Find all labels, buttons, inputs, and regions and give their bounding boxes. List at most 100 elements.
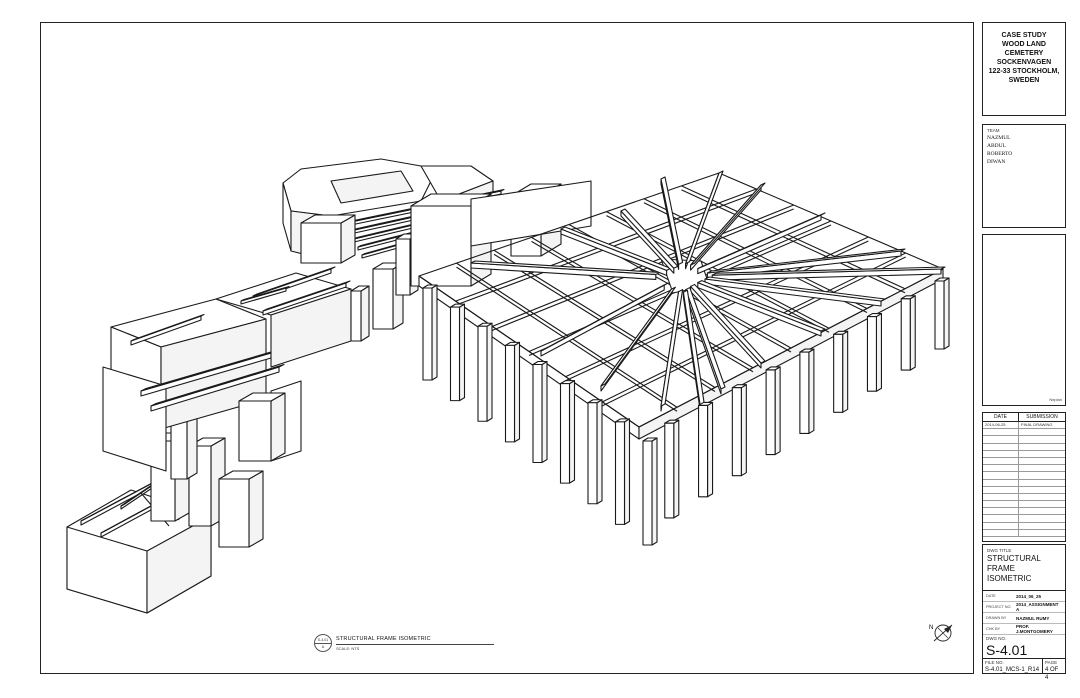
revision-table-header: DATE SUBMISSION bbox=[983, 413, 1065, 422]
roof-column bbox=[532, 363, 543, 464]
structural-frame-isometric-drawing bbox=[66, 158, 950, 614]
table-row bbox=[983, 443, 1065, 451]
project-line: CEMETERY bbox=[1004, 50, 1044, 57]
roof-radial-beam bbox=[600, 286, 676, 387]
table-row: 2014-06-25 FINAL DRAWING bbox=[983, 422, 1065, 430]
table-row bbox=[983, 479, 1065, 487]
team-box: TEAM NAZMUL ABDUL ROBERTO DIWAN bbox=[982, 124, 1066, 228]
project-line: CASE STUDY bbox=[1001, 32, 1047, 39]
key-plan-label: Neplan bbox=[1049, 397, 1062, 402]
wall-segment bbox=[360, 285, 370, 342]
corridor-beam bbox=[262, 280, 351, 312]
wall-segment bbox=[300, 222, 342, 264]
caption-underline bbox=[336, 644, 494, 645]
roof-column bbox=[422, 287, 433, 381]
info-row-checked-by: CHK BY PROF. J.MONTGOMERY bbox=[983, 624, 1065, 635]
file-page-row: FILE NO. S-4.01_MCS-1_R14 PAGE 4 OF 4 bbox=[983, 659, 1065, 681]
team-member: ABDUL bbox=[987, 143, 1006, 149]
roof-column bbox=[541, 360, 548, 464]
roof-radial-beam bbox=[620, 208, 679, 269]
file-number-cell: FILE NO. S-4.01_MCS-1_R14 bbox=[983, 659, 1043, 674]
wall-segment bbox=[170, 418, 188, 480]
revision-submission: FINAL DRAWING bbox=[1021, 422, 1053, 427]
corridor-beam bbox=[252, 266, 336, 297]
table-row bbox=[983, 486, 1065, 494]
ramp-wall bbox=[146, 515, 212, 614]
roof-column bbox=[651, 437, 658, 546]
roof-radial-beam bbox=[685, 287, 726, 390]
revision-date-header: DATE bbox=[983, 413, 1019, 421]
title-block: CASE STUDY WOOD LAND CEMETERY SOCKENVAGE… bbox=[982, 22, 1066, 681]
roof-column bbox=[623, 418, 631, 525]
page-count: 4 OF 4 bbox=[1045, 667, 1059, 681]
roof-column bbox=[875, 313, 882, 392]
file-number-label: FILE NO. bbox=[985, 660, 1004, 665]
roof-column bbox=[642, 440, 653, 546]
table-row bbox=[983, 515, 1065, 523]
roof-radial-beam bbox=[470, 260, 661, 275]
revision-table: DATE SUBMISSION 2014-06-25 FINAL DRAWING bbox=[982, 412, 1066, 542]
roof-column bbox=[614, 421, 626, 525]
roof-column bbox=[934, 280, 945, 350]
roof-column bbox=[513, 341, 521, 443]
table-row bbox=[983, 522, 1065, 530]
roof-column bbox=[673, 419, 680, 519]
drawing-title-line: FRAME ISOMETRIC bbox=[987, 564, 1032, 583]
roof-column bbox=[698, 404, 709, 498]
roof-column bbox=[596, 399, 603, 505]
caption-title: STRUCTURAL FRAME ISOMETRIC bbox=[336, 636, 431, 642]
roof-grid-beam bbox=[602, 256, 906, 407]
table-row bbox=[983, 501, 1065, 509]
page-label: PAGE bbox=[1045, 660, 1058, 665]
wall-segment bbox=[248, 470, 264, 548]
table-row bbox=[983, 529, 1065, 537]
roof-column bbox=[449, 306, 461, 402]
info-label: DATE bbox=[986, 594, 996, 598]
wall-segment bbox=[372, 268, 394, 330]
roof-column bbox=[909, 295, 916, 371]
north-arrow-icon: N bbox=[929, 624, 953, 642]
roof-column bbox=[765, 369, 776, 456]
sheet-number: S-4.01 bbox=[986, 642, 1028, 658]
caption-scale: SCALE: NTS bbox=[336, 646, 360, 651]
wall-segment bbox=[270, 392, 286, 462]
project-line: 122-33 STOCKHOLM, bbox=[988, 68, 1060, 75]
info-row-date: DATE 2014_06_25 bbox=[983, 591, 1065, 602]
room-beam bbox=[130, 313, 205, 342]
page-cell: PAGE 4 OF 4 bbox=[1043, 659, 1065, 681]
roof-grid-beam bbox=[492, 208, 794, 331]
roof-column bbox=[458, 303, 466, 402]
roof-radial-beam bbox=[704, 276, 886, 302]
roof-column bbox=[740, 384, 747, 477]
roof-column bbox=[504, 344, 516, 443]
info-label: PROJECT NO. bbox=[986, 605, 1012, 609]
revision-date: 2014-06-25 bbox=[983, 422, 1019, 429]
roof-radial-beam bbox=[690, 182, 766, 266]
roof-column bbox=[943, 277, 950, 350]
roof-column bbox=[799, 351, 810, 434]
drawing-area bbox=[40, 22, 974, 674]
roof-column bbox=[486, 322, 493, 422]
project-line: SWEDEN bbox=[1008, 77, 1040, 84]
info-value: 2014_06_25 bbox=[1016, 593, 1042, 599]
project-title-box: CASE STUDY WOOD LAND CEMETERY SOCKENVAGE… bbox=[982, 22, 1066, 116]
chapel-inner bbox=[330, 170, 414, 204]
key-plan-box: Neplan bbox=[982, 234, 1066, 406]
info-row-drawn-by: DRAWN BY NAZMUL RUMY bbox=[983, 613, 1065, 624]
table-row bbox=[983, 429, 1065, 437]
room-wall bbox=[102, 366, 167, 472]
info-label: DRAWN BY bbox=[986, 616, 1007, 620]
info-row-project-no: PROJECT NO. 2014_ASSIGNMENT A bbox=[983, 602, 1065, 613]
info-value: PROF. J.MONTGOMERY bbox=[1016, 624, 1053, 634]
project-line: SOCKENVAGEN bbox=[996, 59, 1052, 66]
roof-column bbox=[431, 284, 438, 381]
roof-column bbox=[587, 402, 598, 505]
sheet-number-label: DWG NO. bbox=[986, 636, 1007, 641]
roof-radial-beam bbox=[711, 266, 946, 276]
roof-radial-beam bbox=[697, 280, 826, 332]
roof-grid-beam bbox=[602, 252, 906, 403]
table-row bbox=[983, 450, 1065, 458]
roof-column bbox=[731, 387, 742, 477]
roof-column bbox=[568, 380, 576, 484]
roof-column bbox=[559, 383, 571, 484]
